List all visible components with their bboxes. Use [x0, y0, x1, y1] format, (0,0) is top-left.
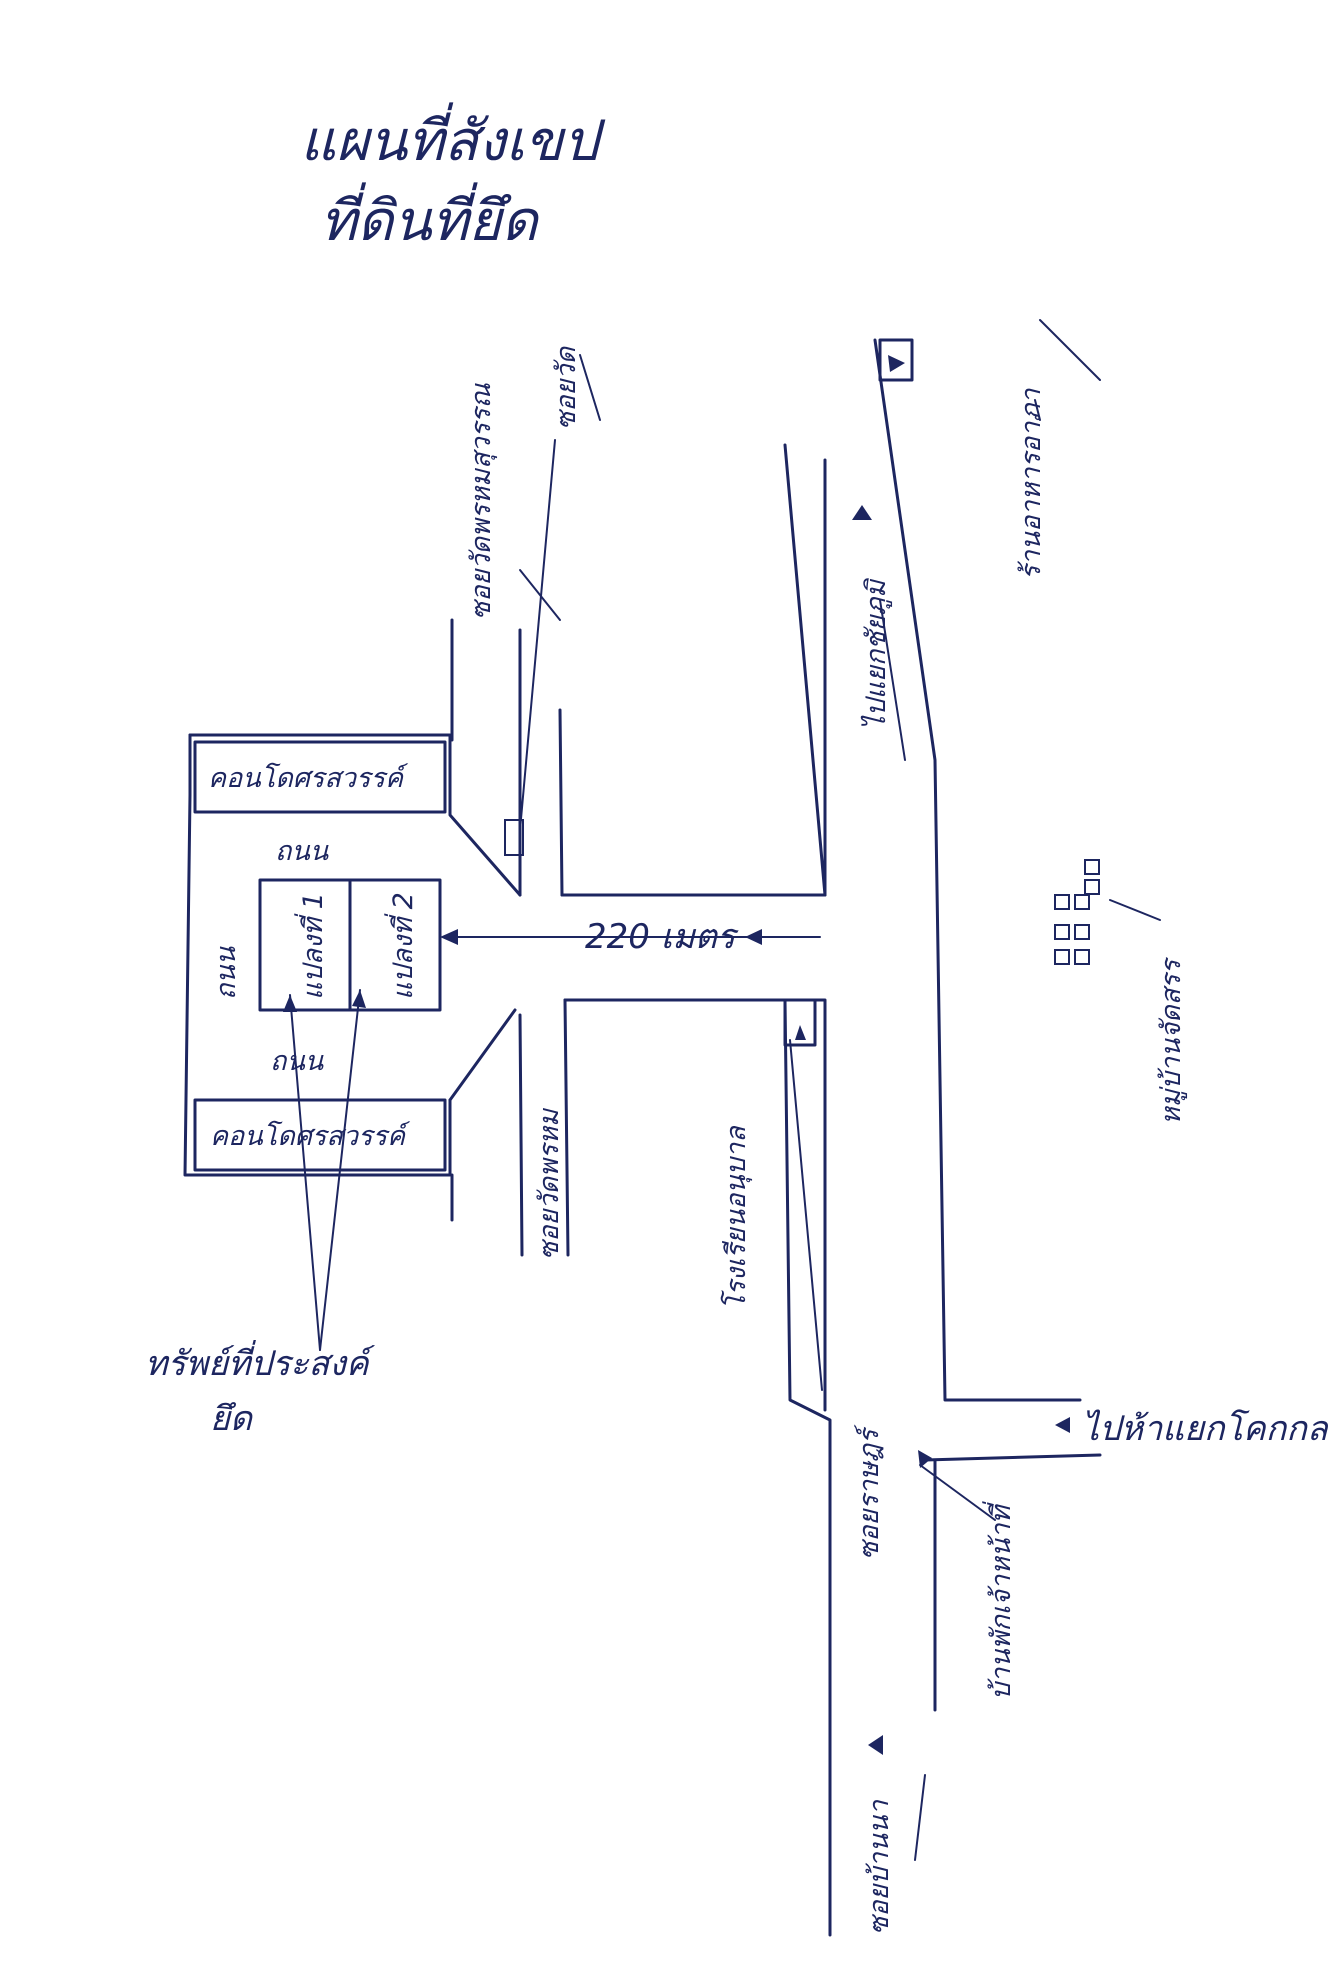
map-title-line2: ที่ดินที่ยึด [320, 182, 540, 254]
label-school: โรงเรียนอนุบาล [720, 1125, 753, 1310]
label-to-big-c: ไปห้าแยกโคกกลอย [1082, 1409, 1329, 1449]
house-icon [1074, 949, 1090, 965]
village-houses [1054, 859, 1100, 965]
marker-icon [504, 819, 524, 856]
arrow-icon [1055, 1417, 1070, 1433]
label-seized-property: ทรัพย์ที่ประสงค์ [145, 1340, 376, 1384]
label-plot-right: แปลงที่ 2 [384, 892, 419, 1000]
arrow-icon [352, 990, 366, 1008]
arrow-icon [852, 505, 872, 520]
label-soi-top: ซอยวัดพรหมสุวรรณ [466, 382, 498, 620]
house-icon [1054, 949, 1070, 965]
arrow-icon [918, 1450, 932, 1468]
label-condo-top: คอนโดศรสวรรค์ [208, 762, 409, 794]
marker-icon [783, 998, 817, 1047]
label-road-side: ถนน [211, 945, 242, 1000]
house-icon [1054, 924, 1070, 940]
arrow-icon [440, 929, 458, 945]
label-soi-bottom-right: ซอยราษฎร์ [854, 1424, 885, 1560]
label-village: หมู่บ้านจัดสรร [1156, 956, 1188, 1125]
arrow-icon [745, 929, 762, 945]
house-icon [1054, 894, 1070, 910]
arrow-icon [283, 995, 297, 1012]
house-icon [1084, 879, 1100, 895]
soi-top-pointer [519, 354, 601, 831]
label-condo-bottom: คอนโดศรสวรรค์ [210, 1120, 411, 1152]
condo-enclosure [183, 733, 522, 1177]
map-title-line1: แผนที่สังเขป [300, 102, 606, 174]
label-soi-bottom: ซอยวัดพรหม [534, 1108, 565, 1260]
arrow-icon [868, 1735, 883, 1755]
house-icon [1074, 924, 1090, 940]
main-road [783, 338, 1102, 1937]
house-icon [1074, 894, 1090, 910]
label-bottom-left-road: ซอยบ้านนา [864, 1799, 895, 1935]
seized-property-pointer [283, 989, 366, 1351]
arrow-icon [795, 1025, 806, 1040]
label-road-top: ถนน [275, 836, 330, 867]
label-distance: 220 เมตร [585, 917, 739, 957]
label-plot-left: แปลงที่ 1 [294, 892, 329, 1000]
label-junction-name: บ้านพักเจ้าหน้าที่ [982, 1501, 1017, 1700]
house-icon [1084, 859, 1100, 875]
label-soi-top-sub: ซอยวัด [551, 345, 582, 430]
label-shop-right: ร้านอาหารอาภา [1016, 388, 1047, 580]
label-seized-property-2: ยึด [210, 1399, 254, 1439]
house-icon [878, 338, 914, 382]
arrow-icon [888, 355, 905, 372]
distance-indicator [440, 929, 821, 945]
